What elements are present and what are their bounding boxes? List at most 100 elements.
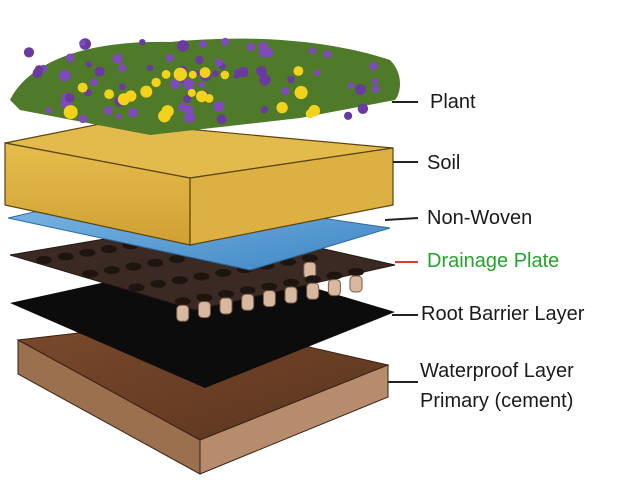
label-soil: Soil — [427, 152, 461, 174]
purple-flower — [58, 69, 71, 82]
yellow-flower — [220, 70, 230, 80]
purple-flower — [287, 75, 295, 84]
purple-flower — [65, 53, 75, 63]
purple-flower — [183, 78, 195, 91]
purple-flower — [313, 69, 321, 77]
drainage-cup — [171, 276, 188, 285]
drainage-cup — [57, 252, 74, 261]
yellow-flower — [104, 89, 114, 99]
drainage-cup-leg — [349, 275, 363, 293]
drainage-cup-leg — [176, 304, 190, 322]
purple-flower — [115, 113, 122, 120]
drainage-cup — [215, 268, 232, 277]
purple-flower — [347, 82, 355, 89]
purple-flower — [369, 61, 378, 71]
label-root-barrier: Root Barrier Layer — [421, 303, 585, 325]
purple-flower — [371, 78, 379, 85]
purple-flower — [258, 47, 269, 58]
drainage-cup — [103, 266, 120, 275]
drainage-cup-leg — [306, 282, 320, 300]
purple-flower — [195, 55, 204, 65]
purple-flower — [259, 74, 271, 86]
drainage-cup-leg — [241, 293, 255, 311]
yellow-flower — [188, 70, 197, 79]
label-drainage-plate: Drainage Plate — [427, 250, 560, 272]
purple-flower — [79, 39, 86, 47]
drainage-cup-leg — [262, 290, 276, 308]
drainage-cup — [101, 245, 117, 253]
purple-flower — [146, 64, 154, 72]
purple-flower — [183, 111, 196, 124]
drainage-cup — [304, 275, 321, 284]
yellow-flower — [276, 101, 288, 114]
purple-flower — [213, 101, 225, 112]
purple-flower — [90, 78, 98, 87]
purple-flower — [371, 84, 380, 93]
purple-flower — [45, 107, 52, 114]
purple-flower — [260, 105, 268, 114]
drainage-cup — [283, 279, 299, 287]
drainage-cup — [348, 268, 364, 276]
drainage-cup-leg — [327, 279, 341, 297]
purple-flower — [78, 114, 88, 124]
drainage-cup — [36, 256, 52, 264]
yellow-flower — [199, 67, 211, 78]
purple-flower — [183, 95, 191, 104]
purple-flower — [237, 66, 249, 78]
label-waterproof-line2: Primary (cement) — [420, 390, 574, 412]
purple-flower — [23, 47, 35, 58]
drainage-cup — [174, 297, 191, 306]
yellow-flower — [151, 77, 161, 88]
plant-layer — [10, 37, 400, 136]
drainage-cup — [128, 283, 145, 292]
yellow-flower — [77, 82, 88, 93]
leader-non-woven — [384, 217, 419, 221]
purple-flower — [281, 87, 290, 95]
purple-flower — [198, 81, 205, 89]
yellow-flower — [173, 67, 187, 82]
drainage-cup — [301, 254, 318, 263]
drainage-cup-leg — [219, 297, 233, 315]
drainage-cup-leg — [284, 286, 298, 304]
yellow-flower — [187, 88, 196, 97]
purple-flower — [177, 40, 189, 52]
purple-flower — [199, 40, 207, 48]
purple-flower — [94, 66, 105, 77]
purple-flower — [34, 65, 44, 74]
purple-flower — [246, 42, 256, 52]
drainage-cup — [239, 286, 256, 295]
purple-flower — [233, 72, 240, 79]
purple-flower — [64, 93, 75, 103]
yellow-flower — [140, 85, 153, 98]
yellow-flower — [293, 66, 304, 76]
label-waterproof: Waterproof Layer Primary (cement) — [420, 360, 574, 412]
purple-flower — [85, 61, 92, 68]
purple-flower — [128, 107, 138, 118]
drainage-cup — [125, 262, 142, 271]
drainage-cup — [168, 255, 185, 264]
drainage-cup-leg — [197, 301, 211, 319]
yellow-flower — [63, 105, 78, 120]
purple-flower — [344, 111, 353, 120]
purple-flower — [118, 64, 127, 73]
purple-flower — [139, 39, 146, 46]
purple-flower — [170, 79, 181, 89]
yellow-flower — [158, 109, 171, 123]
label-plant: Plant — [430, 91, 476, 113]
yellow-flower — [117, 93, 130, 106]
purple-flower — [216, 114, 227, 125]
purple-flower — [256, 66, 267, 77]
drainage-cup — [79, 248, 96, 257]
leader-lines — [384, 101, 419, 383]
yellow-flower — [305, 109, 315, 119]
drainage-cup — [326, 271, 343, 280]
yellow-flower — [196, 90, 208, 103]
purple-flower — [355, 84, 366, 95]
label-waterproof-line1: Waterproof Layer — [420, 360, 574, 382]
purple-flower — [212, 70, 219, 78]
drainage-cup — [147, 258, 164, 267]
root-barrier-layer — [10, 258, 395, 388]
yellow-flower — [294, 85, 308, 100]
yellow-flower — [161, 70, 171, 79]
